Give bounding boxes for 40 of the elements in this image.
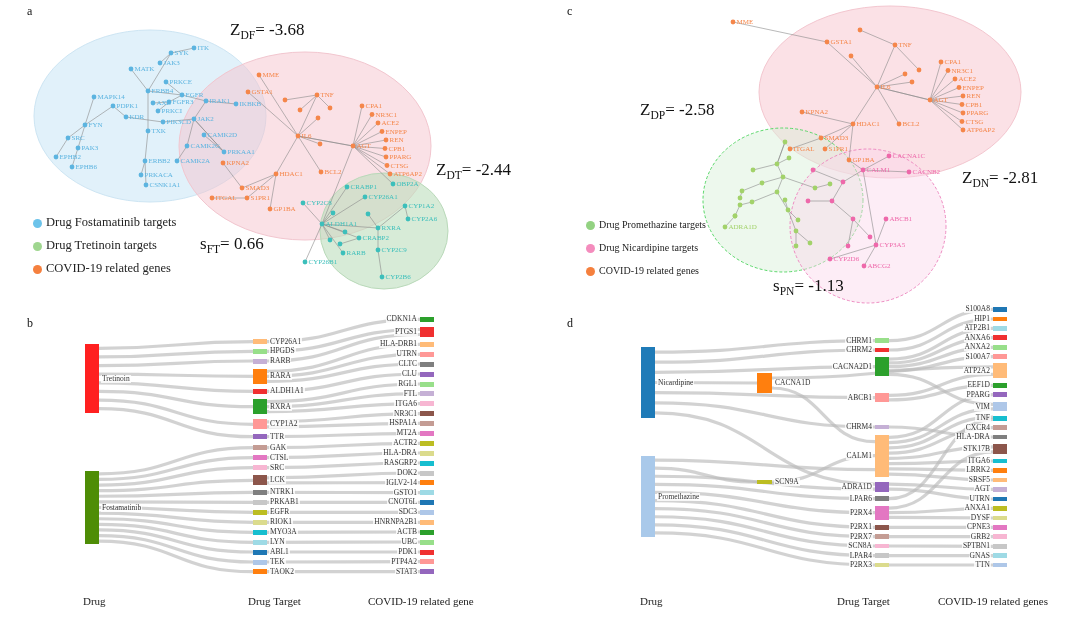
sankey-flow: [99, 349, 253, 359]
sankey-flow: [99, 478, 253, 493]
panel-letter: d: [567, 316, 573, 330]
legend-label: Drug Nicardipine targets: [599, 241, 699, 254]
sankey-flow: [655, 458, 875, 472]
score-label: s$_{FT}$= 0.66: [200, 234, 264, 254]
score-label: Z$_{DF}$= -3.68: [230, 20, 305, 40]
sankey-flow: [98, 389, 254, 409]
score-label: Z$_{DN}$= -2.81: [962, 168, 1039, 188]
panel-letter: c: [567, 4, 573, 18]
score-label: Z$_{DP}$= -2.58: [640, 100, 715, 120]
panel-letter: a: [27, 4, 33, 18]
column-heading: Drug Target: [837, 594, 890, 608]
panel-letter: b: [27, 316, 33, 330]
sankey-flow: [98, 528, 254, 554]
column-heading: Drug: [640, 594, 663, 608]
legend-label: COVID-19 related genes: [599, 264, 699, 277]
column-heading: COVID-19 related gene: [368, 594, 474, 608]
sankey-flow: [654, 466, 758, 484]
legend-label: Drug Tretinoin targets: [46, 238, 157, 254]
sankey-flow: [98, 407, 254, 439]
sankey-flow: [99, 359, 253, 368]
score-label: s$_{PN}$= -1.13: [773, 276, 844, 296]
column-heading: COVID-19 related genes: [938, 594, 1048, 608]
legend-label: Drug Promethazine targets: [599, 218, 706, 231]
legend-label: Drug Fostamatinib targets: [46, 215, 177, 231]
sankey-flow: [98, 456, 254, 481]
column-heading: Drug: [83, 594, 106, 608]
legend-label: COVID-19 related genes: [46, 261, 171, 277]
sankey-flow: [98, 446, 254, 476]
column-heading: Drug Target: [248, 594, 301, 608]
score-label: Z$_{DT}$= -2.44: [436, 160, 512, 180]
sankey-flow: [99, 490, 253, 498]
sankey-flow: [98, 398, 254, 426]
sankey-flow: [98, 539, 254, 574]
sankey-flow: [98, 517, 254, 534]
sankey-flow: [98, 466, 254, 487]
sankey-flow: [98, 534, 254, 564]
sankey-flow: [99, 340, 253, 350]
sankey-flow: [98, 522, 254, 544]
